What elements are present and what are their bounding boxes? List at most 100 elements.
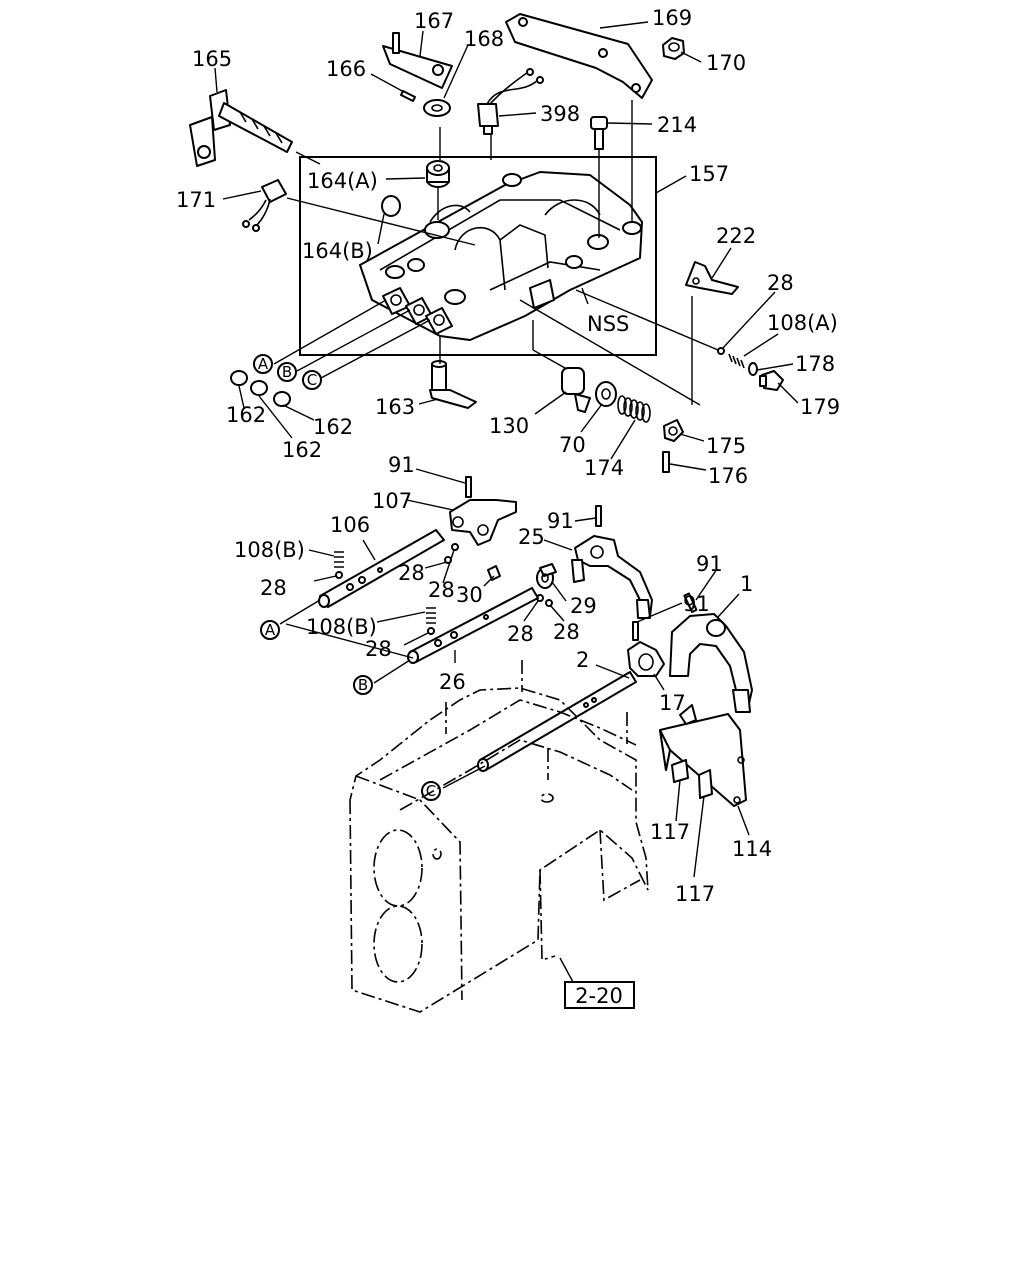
part-28-ball-g (427, 627, 435, 635)
part-178-washer (748, 362, 758, 376)
label-157: 157 (689, 162, 729, 186)
label-167: 167 (414, 9, 454, 33)
label-117-b: 117 (675, 882, 715, 906)
label-163: 163 (375, 395, 415, 419)
part-222-bracket (685, 261, 739, 295)
part-176-pin (662, 451, 670, 473)
label-91-c: 91 (683, 592, 710, 616)
part-174-spring (617, 395, 651, 423)
label-108b-top: 108(B) (234, 538, 305, 562)
part-108b-spring-mid (426, 607, 436, 624)
part-170-nut (662, 37, 685, 60)
label-2: 2 (576, 648, 589, 672)
part-165-shaft (189, 89, 293, 167)
circle-marker-b-mid: B (353, 675, 373, 695)
part-114-plate (659, 704, 747, 807)
part-1-fork (669, 613, 753, 713)
label-166: 166 (326, 57, 366, 81)
svg-text:C: C (307, 371, 317, 389)
part-25-fork (571, 535, 653, 619)
label-162-c: 162 (282, 438, 322, 462)
part-28-ball (717, 347, 725, 355)
housing-frame (299, 156, 657, 356)
label-reference: 2-20 (575, 984, 623, 1008)
part-214-bolt (590, 116, 608, 150)
svg-text:C: C (426, 782, 436, 800)
part-117-block-b (698, 769, 713, 799)
label-108a: 108(A) (767, 311, 838, 335)
label-91-d: 91 (696, 552, 723, 576)
part-398-switch (477, 68, 544, 135)
part-163-lever (429, 360, 477, 409)
part-28-ball-f (545, 599, 553, 607)
part-29-collar (536, 563, 557, 589)
label-117-a: 117 (650, 820, 690, 844)
part-167-plate (382, 32, 453, 89)
part-106-shaft (318, 529, 445, 608)
label-26: 26 (439, 670, 466, 694)
label-175: 175 (706, 434, 746, 458)
part-169-bracket (505, 13, 653, 99)
svg-text:A: A (258, 355, 269, 373)
label-178: 178 (795, 352, 835, 376)
label-176: 176 (708, 464, 748, 488)
label-91-b: 91 (547, 509, 574, 533)
part-107-block (449, 499, 517, 546)
circle-marker-a-top: A (253, 354, 273, 374)
label-28-b: 28 (260, 576, 287, 600)
circle-marker-c-mid: C (421, 781, 441, 801)
part-162-plugs (230, 370, 291, 407)
label-130: 130 (489, 414, 529, 438)
part-91-pin-mid (595, 505, 602, 527)
part-166-pin (400, 90, 416, 102)
label-171: 171 (176, 188, 216, 212)
part-26-shaft (407, 587, 539, 664)
circle-marker-a-mid: A (260, 620, 280, 640)
svg-text:B: B (358, 676, 368, 694)
label-28-g: 28 (365, 637, 392, 661)
label-106: 106 (330, 513, 370, 537)
label-164a: 164(A) (307, 169, 378, 193)
transmission-case (349, 660, 649, 1013)
label-28-c: 28 (398, 561, 425, 585)
reference-box (564, 981, 635, 1009)
label-170: 170 (706, 51, 746, 75)
label-30: 30 (456, 583, 483, 607)
label-nss: NSS (587, 312, 629, 336)
label-165: 165 (192, 47, 232, 71)
part-2-shaft (477, 671, 637, 772)
label-114: 114 (732, 837, 772, 861)
label-28-d: 28 (428, 578, 455, 602)
label-1: 1 (740, 572, 753, 596)
part-164a-bush (426, 160, 450, 188)
label-168: 168 (464, 27, 504, 51)
label-107: 107 (372, 489, 412, 513)
label-162-b: 162 (313, 415, 353, 439)
part-108a-spring (728, 353, 745, 369)
part-28-ball-b (335, 571, 343, 579)
label-28-e: 28 (507, 622, 534, 646)
label-29: 29 (570, 594, 597, 618)
label-164b: 164(B) (302, 239, 373, 263)
part-175-plate (663, 419, 684, 442)
top-leader-lines (214, 21, 799, 471)
label-28-a: 28 (767, 271, 794, 295)
circle-marker-b-top: B (277, 362, 297, 382)
label-179: 179 (800, 395, 840, 419)
bottom-leader-lines (279, 468, 750, 983)
label-17: 17 (659, 691, 686, 715)
part-91-pin-right-a (632, 621, 639, 641)
svg-text:B: B (282, 363, 292, 381)
label-91-a: 91 (388, 453, 415, 477)
part-179-plug (759, 370, 784, 391)
label-28-f: 28 (553, 620, 580, 644)
part-70-washer (595, 381, 617, 407)
part-117-block-a (671, 759, 689, 783)
part-30-key (487, 565, 501, 581)
circle-marker-c-top: C (302, 370, 322, 390)
housing-casting (359, 171, 643, 341)
label-398: 398 (540, 102, 580, 126)
part-164b-seal (381, 195, 401, 217)
label-25: 25 (518, 525, 545, 549)
